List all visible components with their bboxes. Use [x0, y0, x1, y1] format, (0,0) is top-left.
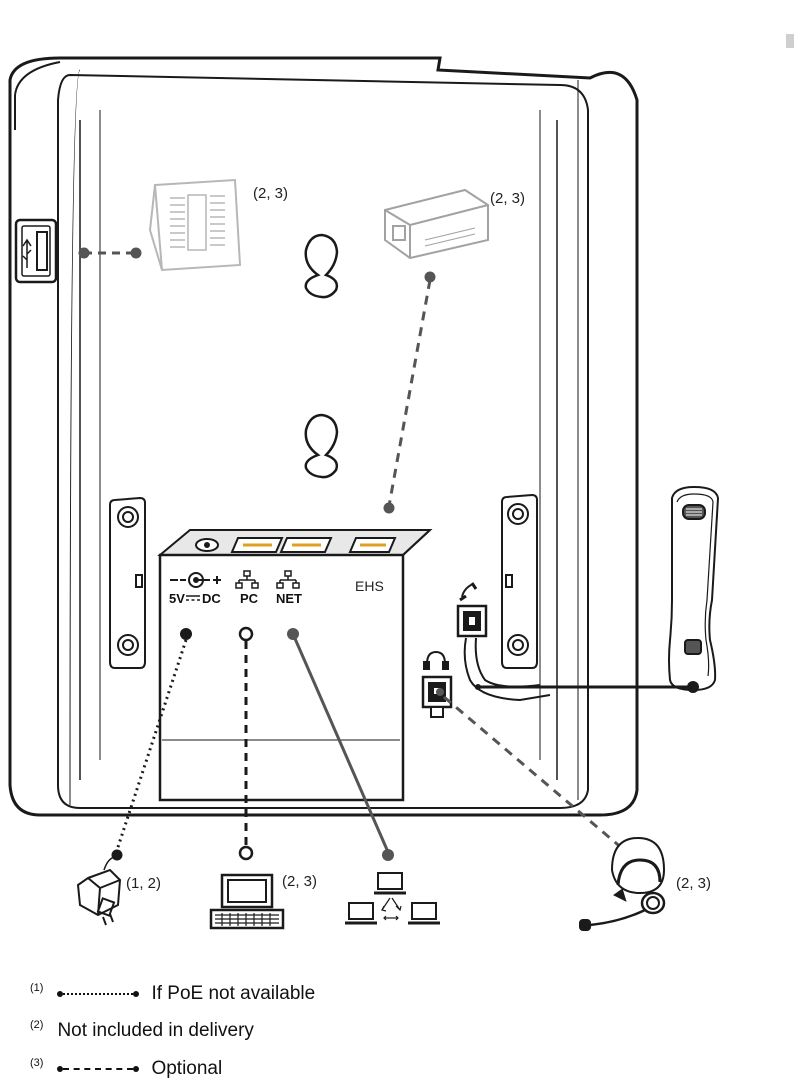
dashed-line-sample [57, 1063, 140, 1075]
computer-icon [209, 873, 285, 930]
usb-icon [14, 218, 58, 284]
headset-connection-line [436, 688, 638, 862]
adapter-connection-line [383, 271, 436, 514]
adapter-note: (2, 3) [490, 190, 525, 207]
handset-jack-icon [456, 582, 551, 702]
phone-body [8, 56, 639, 817]
legend-item-1: (1) If PoE not available [30, 982, 316, 1005]
network-icon [345, 872, 440, 925]
power-supply-note: (1, 2) [126, 875, 161, 892]
keyhole-mount-bottom [304, 413, 339, 479]
legend-item-2: (2) Not included in delivery [30, 1019, 254, 1042]
dc-port-label: DC [202, 591, 221, 606]
pc-port-network-icon [235, 570, 259, 589]
ehs-port-label: EHS [355, 578, 384, 594]
power-port-label: 5V [169, 591, 185, 606]
legend-marker-3: (3) [30, 1057, 44, 1069]
expansion-module-note: (2, 3) [253, 185, 288, 202]
adapter-icon [384, 188, 489, 260]
dc-symbol [186, 595, 200, 601]
power-supply-icon [76, 856, 122, 926]
net-port-network-icon [276, 570, 300, 589]
pc-note: (2, 3) [282, 873, 317, 890]
legend-text-1: If PoE not available [151, 983, 316, 1004]
headset-icon [579, 836, 666, 931]
stand-bracket-left [109, 496, 146, 669]
keyhole-mount-top [304, 233, 339, 299]
pc-port-dot [238, 626, 254, 642]
net-port-label: NET [276, 591, 302, 606]
handset-connection-line [475, 681, 699, 693]
power-port-dot [180, 628, 192, 640]
legend-marker-2: (2) [30, 1019, 44, 1031]
legend-text-3: Optional [151, 1058, 223, 1079]
legend-item-3: (3) Optional [30, 1057, 223, 1080]
legend-marker-1: (1) [30, 982, 44, 994]
connector-panel [157, 529, 433, 802]
expansion-module-icon [148, 178, 242, 272]
handset-icon [668, 485, 720, 692]
headset-note: (2, 3) [676, 875, 711, 892]
power-port-symbol [170, 572, 221, 588]
dotted-line-sample [57, 988, 140, 1000]
stand-bracket-right [501, 493, 538, 669]
headset-jack-icon [421, 650, 453, 718]
pc-port-label: PC [240, 591, 259, 606]
legend-text-2: Not included in delivery [57, 1020, 254, 1041]
pc-connection-line [238, 641, 254, 861]
net-connection-line [291, 633, 394, 861]
usb-connection-line [78, 247, 142, 259]
scrollbar[interactable] [786, 34, 794, 48]
